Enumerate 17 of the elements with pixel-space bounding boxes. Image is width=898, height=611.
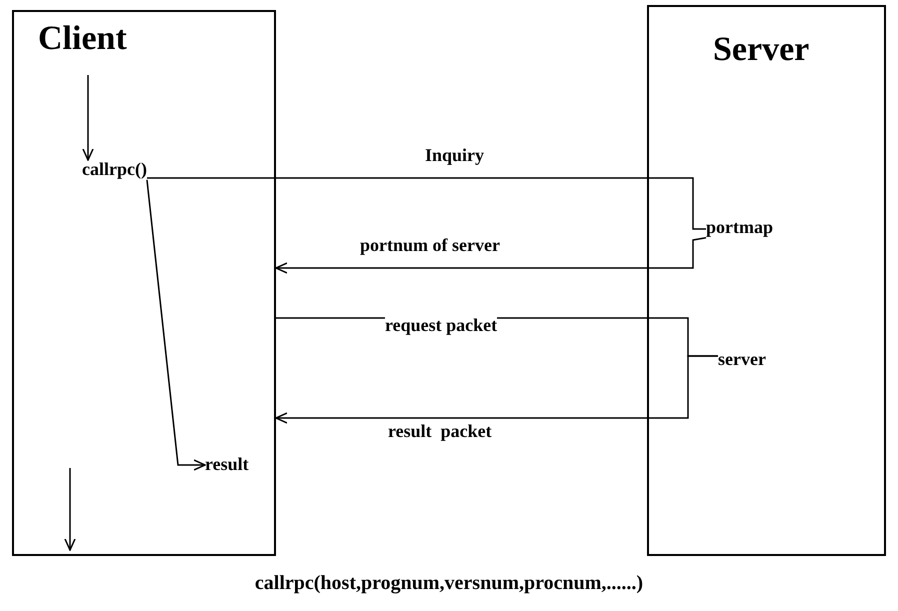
edge-label: Inquiry bbox=[425, 146, 484, 164]
result-label: result bbox=[205, 455, 249, 475]
lifeline-title: Server bbox=[713, 33, 810, 67]
arrow bbox=[82, 75, 94, 161]
arrow bbox=[146, 180, 206, 471]
process-label: server bbox=[718, 350, 766, 370]
client-box bbox=[12, 10, 276, 556]
edge-label: request packet bbox=[385, 316, 498, 334]
process-label: portmap bbox=[706, 218, 773, 238]
caption: callrpc(host,prognum,versnum,procnum,......) bbox=[254, 573, 644, 593]
edge-label: portnum of server bbox=[360, 236, 500, 254]
edge-label: result packet bbox=[388, 422, 492, 440]
server-box bbox=[647, 5, 886, 556]
lifeline-title: Client bbox=[38, 22, 127, 56]
call-label: callrpc() bbox=[82, 160, 147, 180]
arrow bbox=[275, 237, 706, 274]
arrow bbox=[275, 355, 718, 424]
